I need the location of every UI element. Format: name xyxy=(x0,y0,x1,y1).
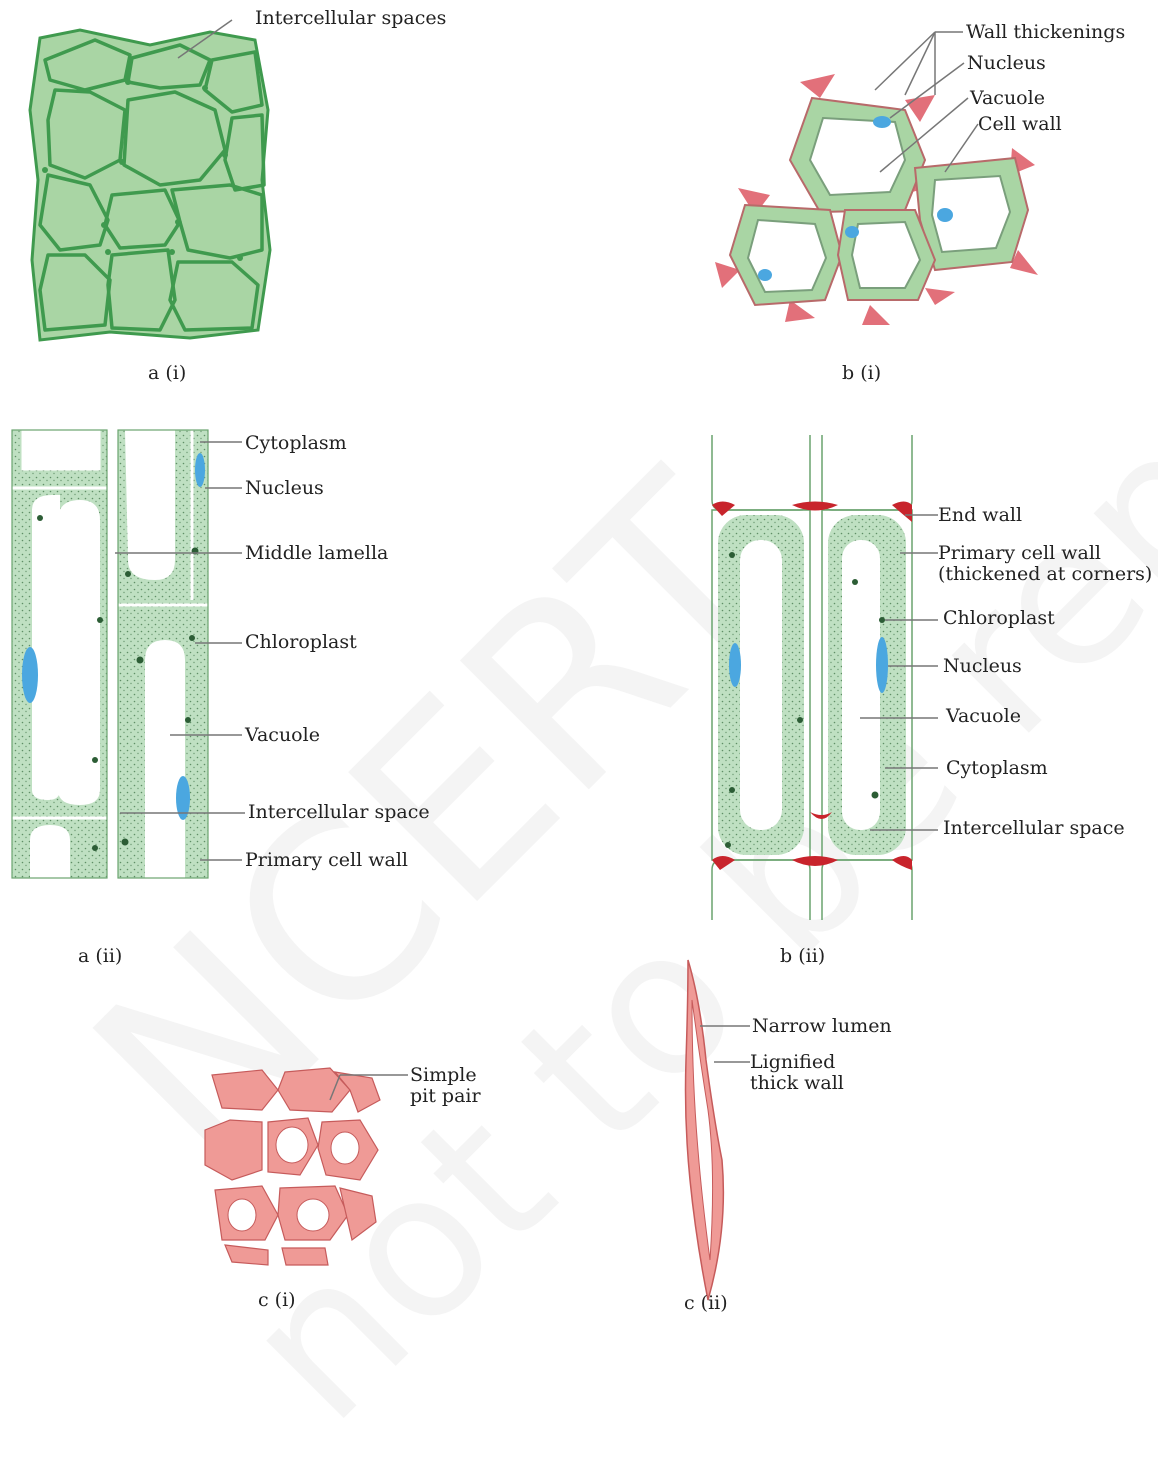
sclerenchyma-cross-section xyxy=(205,1068,408,1265)
label-vacuole-b2: Vacuole xyxy=(946,706,1021,727)
sclerenchyma-fibre xyxy=(686,960,751,1300)
label-primary-cell-wall-a2: Primary cell wall xyxy=(245,850,408,871)
label-simple-pit-pair: Simple pit pair xyxy=(410,1065,481,1107)
label-narrow-lumen: Narrow lumen xyxy=(752,1016,892,1037)
label-nucleus-b1: Nucleus xyxy=(967,53,1046,74)
label-end-wall-b2: End wall xyxy=(938,505,1022,526)
label-cell-wall-b1: Cell wall xyxy=(978,114,1062,135)
label-nucleus-a2: Nucleus xyxy=(245,478,324,499)
caption-c-i: c (i) xyxy=(258,1290,296,1311)
parenchyma-longitudinal xyxy=(12,430,245,878)
label-intercellular-space-b2: Intercellular space xyxy=(943,818,1125,839)
label-lignified-thick-wall: Lignified thick wall xyxy=(750,1052,844,1094)
collenchyma-longitudinal xyxy=(712,435,938,920)
label-vacuole-a2: Vacuole xyxy=(245,725,320,746)
label-wall-thickenings: Wall thickenings xyxy=(966,22,1125,43)
label-cytoplasm-a2: Cytoplasm xyxy=(245,433,347,454)
label-intercellular-spaces: Intercellular spaces xyxy=(255,8,446,29)
label-intercellular-space-a2: Intercellular space xyxy=(248,802,430,823)
plant-tissue-figure: NCERT not to be republished xyxy=(0,0,1158,1316)
caption-b-ii: b (ii) xyxy=(780,946,825,967)
label-chloroplast-b2: Chloroplast xyxy=(943,608,1055,629)
label-chloroplast-a2: Chloroplast xyxy=(245,632,357,653)
collenchyma-cross-section xyxy=(715,32,1038,325)
caption-c-ii: c (ii) xyxy=(684,1293,728,1314)
caption-a-ii: a (ii) xyxy=(78,946,122,967)
label-nucleus-b2: Nucleus xyxy=(943,656,1022,677)
label-cytoplasm-b2: Cytoplasm xyxy=(946,758,1048,779)
label-vacuole-b1: Vacuole xyxy=(970,88,1045,109)
caption-b-i: b (i) xyxy=(842,363,881,384)
label-primary-cell-wall-b2: Primary cell wall (thickened at corners) xyxy=(938,543,1152,585)
label-middle-lamella-a2: Middle lamella xyxy=(245,543,388,564)
caption-a-i: a (i) xyxy=(148,363,186,384)
parenchyma-cells xyxy=(30,20,270,340)
